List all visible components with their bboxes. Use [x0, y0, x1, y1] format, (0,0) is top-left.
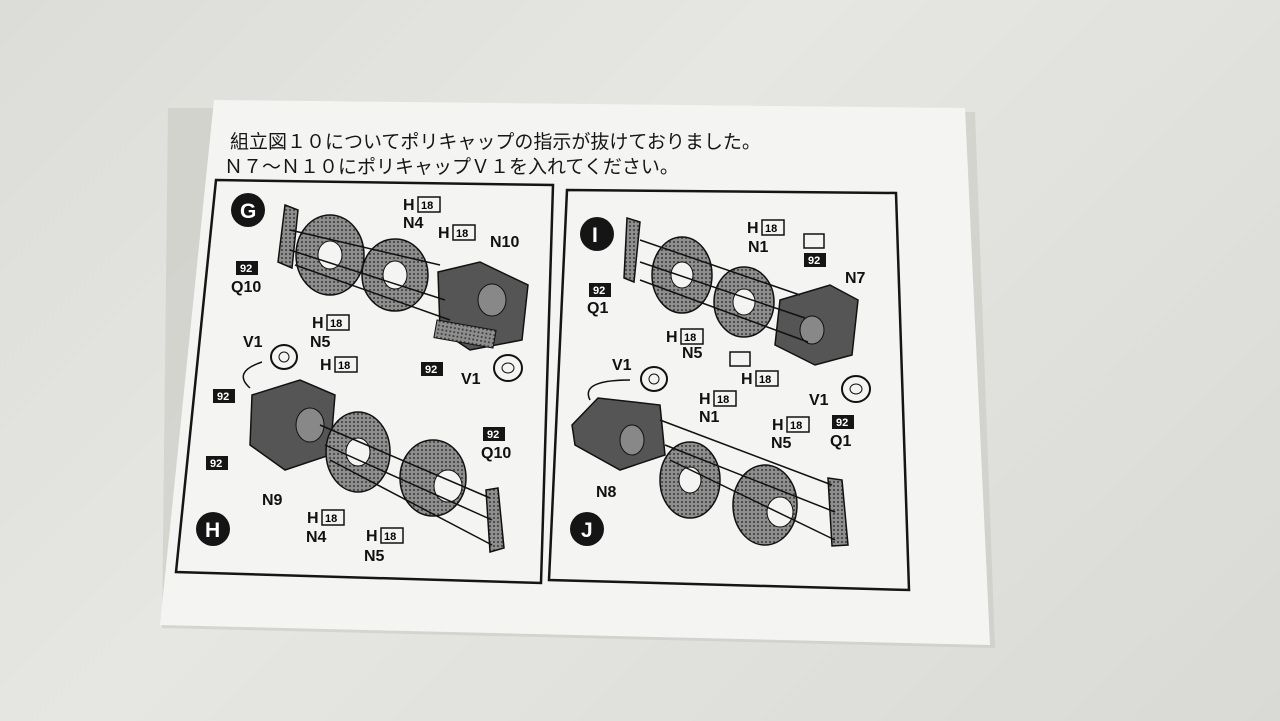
h-h18-c-letter: H — [366, 528, 378, 545]
g-h18-c-box — [326, 314, 350, 331]
i-h18-a-num: 18 — [765, 223, 777, 235]
g-label-v1: V1 — [461, 371, 481, 388]
g-92-b-num: 92 — [425, 364, 437, 376]
j-92-a-box — [832, 415, 854, 429]
step-g-badge — [231, 193, 265, 227]
i-h18-b-num: 18 — [684, 332, 696, 344]
h-92-b-box — [206, 456, 228, 470]
h-h18-b-letter: H — [307, 510, 319, 527]
j-h18-b-num: 18 — [790, 420, 802, 432]
i-h18-c-num: 18 — [759, 374, 771, 386]
step-i-diagram — [623, 216, 871, 403]
i-label-v1: V1 — [809, 392, 829, 409]
j-92-a-num: 92 — [836, 417, 848, 429]
note-line-1: 組立図１０についてポリキャップの指示が抜けておりました。 — [230, 131, 761, 153]
step-h-diagram — [242, 344, 505, 553]
h-h18-a-box — [334, 356, 358, 373]
h-label-q10: Q10 — [481, 445, 511, 462]
h-92-a-num: 92 — [217, 391, 229, 403]
i-label-n7: N7 — [845, 270, 866, 287]
h-label-v1: V1 — [243, 334, 263, 351]
note-line-2: Ｎ７〜Ｎ１０にポリキャップＶ１を入れてください。 — [224, 156, 679, 178]
step-i-badge — [580, 217, 614, 251]
i-poly-cap-icon — [803, 233, 825, 249]
g-92-a-num: 92 — [240, 263, 252, 275]
step-h-badge — [196, 512, 230, 546]
g-label-n10: N10 — [490, 234, 519, 251]
i-h18-b-letter: H — [666, 329, 678, 346]
g-h18-b-box — [452, 224, 476, 241]
i-h18-a-letter: H — [747, 220, 759, 237]
h-92-b-num: 92 — [210, 458, 222, 470]
step-j-diagram — [571, 366, 849, 547]
h-92-a-box — [213, 389, 235, 403]
g-h18-a-num: 18 — [421, 200, 433, 212]
j-h18-a-letter: H — [699, 391, 711, 408]
i-92-b-num: 92 — [593, 285, 605, 297]
j-h18-a-box — [713, 390, 737, 407]
g-92-b-box — [421, 362, 443, 376]
g-label-n4: N4 — [403, 215, 424, 232]
g-h18-a-box — [417, 196, 441, 213]
g-92-a-box — [236, 261, 258, 275]
g-h18-a-letter: H — [403, 197, 415, 214]
j-h18-b-letter: H — [772, 417, 784, 434]
h-h18-c-box — [380, 527, 404, 544]
h-h18-a-num: 18 — [338, 360, 350, 372]
i-h18-a-box — [761, 219, 785, 236]
step-j-letter: J — [581, 519, 593, 542]
h-label-n9: N9 — [262, 492, 283, 509]
i-label-n5: N5 — [682, 345, 703, 362]
g-h18-b-num: 18 — [456, 228, 468, 240]
h-label-n4: N4 — [306, 529, 327, 546]
panel-ij-frame — [547, 188, 911, 592]
i-92-a-box — [804, 253, 826, 267]
h-h18-b-num: 18 — [325, 513, 337, 525]
i-h18-b-box — [680, 328, 704, 345]
panel-gh-frame — [174, 178, 555, 585]
j-h18-b-box — [786, 416, 810, 433]
j-label-n5: N5 — [771, 435, 792, 452]
g-label-n5: N5 — [310, 334, 331, 351]
h-92-c-num: 92 — [487, 429, 499, 441]
step-g-diagram — [277, 203, 529, 382]
h-label-n5: N5 — [364, 548, 385, 565]
i-92-a-num: 92 — [808, 255, 820, 267]
i-poly-cap-icon-2 — [729, 351, 751, 367]
h-h18-c-num: 18 — [384, 531, 396, 543]
h-92-c-box — [483, 427, 505, 441]
i-92-b-box — [589, 283, 611, 297]
i-h18-c-letter: H — [741, 371, 753, 388]
j-label-n8: N8 — [596, 484, 617, 501]
h-h18-a-letter: H — [320, 357, 332, 374]
i-label-n1: N1 — [748, 239, 769, 256]
j-label-q1: Q1 — [830, 433, 851, 450]
step-g-letter: G — [240, 200, 256, 223]
step-j-badge — [570, 512, 604, 546]
g-h18-c-num: 18 — [330, 318, 342, 330]
g-h18-c-letter: H — [312, 315, 324, 332]
i-label-q1: Q1 — [587, 300, 608, 317]
g-label-q10: Q10 — [231, 279, 261, 296]
step-i-letter: I — [592, 224, 598, 247]
j-label-n1: N1 — [699, 409, 720, 426]
i-h18-c-box — [755, 370, 779, 387]
j-h18-a-num: 18 — [717, 394, 729, 406]
g-h18-b-letter: H — [438, 225, 450, 242]
j-label-v1: V1 — [612, 357, 632, 374]
h-h18-b-box — [321, 509, 345, 526]
step-h-letter: H — [205, 519, 220, 542]
